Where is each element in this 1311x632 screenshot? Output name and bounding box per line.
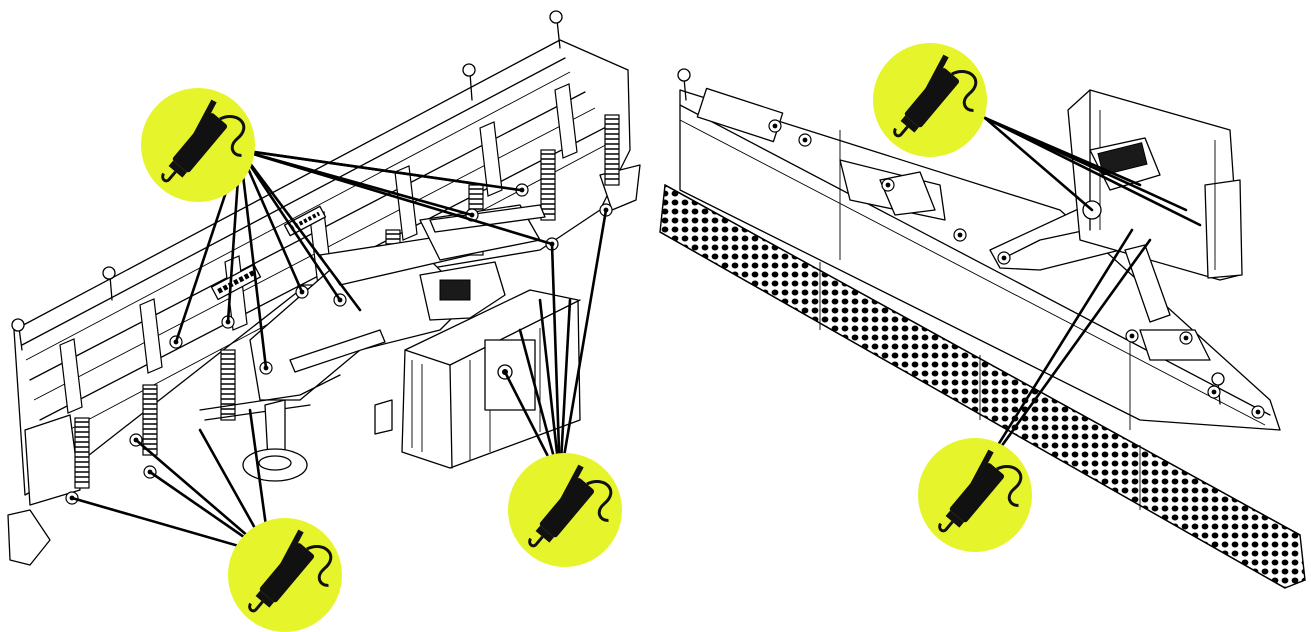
grease-callout-1 xyxy=(141,88,255,202)
straight-plow-rear-view xyxy=(659,68,1306,589)
blade-markers-rear xyxy=(677,68,1225,405)
grease-gun-icon xyxy=(248,529,333,613)
grease-callout-5 xyxy=(918,438,1032,552)
grease-callout-4 xyxy=(873,43,987,157)
angle-cylinder-right xyxy=(429,204,546,233)
lift-cylinder-rear xyxy=(1124,244,1171,323)
cutting-edge xyxy=(7,509,51,566)
grease-gun-icon xyxy=(893,54,978,138)
grease-gun-icon xyxy=(161,99,246,183)
angle-cylinder-left xyxy=(289,329,386,373)
angled-plow-left-view xyxy=(7,10,641,566)
grease-callouts xyxy=(141,43,1032,632)
grease-gun-icon xyxy=(938,449,1023,533)
grease-callout-3 xyxy=(508,453,622,567)
grease-callout-2 xyxy=(228,518,342,632)
grease-gun-icon xyxy=(528,464,613,548)
blade-markers xyxy=(11,10,563,351)
